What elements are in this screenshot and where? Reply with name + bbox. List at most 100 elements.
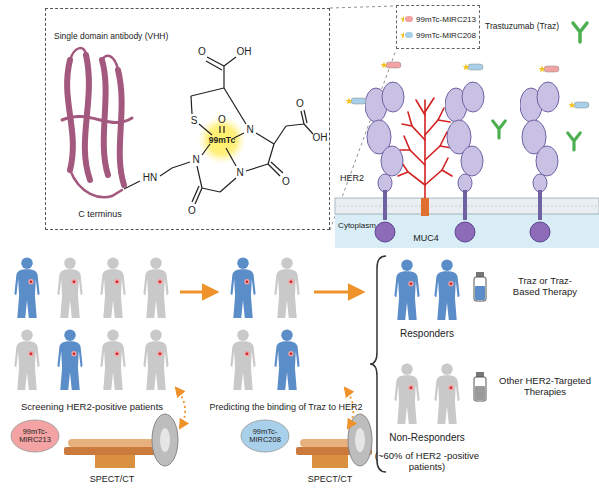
tc-chelate-bonds bbox=[199, 124, 212, 135]
tc-chelate-bonds bbox=[192, 186, 199, 202]
legend-swatch bbox=[405, 32, 413, 38]
panel-title: Single domain antibody (VHH) bbox=[54, 31, 168, 41]
drug-vials bbox=[468, 290, 492, 291]
spect-ct-scanner bbox=[160, 428, 170, 452]
oval-outline bbox=[241, 420, 289, 452]
her2-receptors bbox=[445, 82, 484, 242]
muc4-glycoprotein bbox=[398, 120, 452, 176]
spect-ct-scanner bbox=[355, 428, 365, 452]
zoom-lines bbox=[330, 6, 396, 8]
patients-prediction bbox=[230, 257, 299, 389]
patients-screening bbox=[57, 257, 82, 317]
tc-chelate-bonds bbox=[197, 166, 202, 188]
tc-chelate-bonds bbox=[256, 133, 274, 144]
patients-screening bbox=[100, 329, 125, 389]
tc-chelate-bonds bbox=[124, 57, 313, 204]
tc-chelate-bonds bbox=[274, 126, 286, 144]
tc-chelate-bonds bbox=[224, 57, 236, 66]
atom-label: O bbox=[296, 98, 304, 110]
tc-chelate-bonds bbox=[268, 164, 280, 176]
tc-chelate-bonds bbox=[223, 66, 224, 88]
device-label: SPECT/CT bbox=[90, 474, 135, 484]
spect-ct-scanner bbox=[95, 455, 135, 468]
receptor-label: HER2 bbox=[340, 173, 364, 183]
drug-vials bbox=[474, 372, 486, 401]
vhh-ribbon bbox=[70, 170, 122, 197]
tc-chelate-bonds bbox=[304, 124, 313, 134]
tracer-oval: 99mTc-MIRC208 bbox=[240, 419, 290, 453]
atom-label: S bbox=[191, 115, 198, 127]
step-label: Screening HER2-positive patients bbox=[21, 402, 163, 413]
patients-outcome bbox=[434, 363, 459, 423]
workflow-arrows bbox=[176, 388, 185, 428]
patients-screening bbox=[14, 257, 168, 389]
workflow-arrows bbox=[314, 291, 362, 294]
bound-trastuzumab bbox=[573, 23, 587, 42]
tc-chelate-bonds bbox=[191, 88, 224, 96]
tc-chelate-bonds bbox=[219, 126, 220, 133]
star-icon bbox=[400, 31, 404, 39]
bound-tracers bbox=[539, 66, 559, 73]
bound-trastuzumab bbox=[568, 133, 581, 150]
group-label: Responders bbox=[400, 328, 454, 340]
vhh-ribbon bbox=[67, 60, 73, 170]
spect-ct-scanner bbox=[64, 414, 178, 468]
tc-chelate-bonds bbox=[191, 96, 192, 114]
star-icon bbox=[400, 32, 404, 39]
oval-outline bbox=[11, 420, 59, 452]
bound-trastuzumab bbox=[493, 23, 587, 150]
muc4-glycoprotein bbox=[421, 198, 429, 216]
atom-label: N bbox=[246, 124, 253, 136]
tc-chelate-bonds bbox=[160, 168, 172, 176]
tc-chelate-bonds bbox=[195, 188, 202, 204]
outcome-brace bbox=[370, 256, 386, 472]
bound-tracers bbox=[381, 62, 401, 69]
tracer-name: 99mTc-MIRC213 bbox=[10, 419, 60, 453]
workflow-arrows bbox=[176, 292, 362, 428]
patients-prediction bbox=[230, 257, 255, 317]
legend-row: 99mTc-MIRC213 bbox=[400, 11, 476, 27]
spect-ct-scanner bbox=[152, 414, 178, 466]
tc-chelate-bonds bbox=[268, 144, 274, 164]
tc-chelate-bonds bbox=[207, 57, 224, 66]
patients-screening bbox=[14, 257, 39, 317]
atom-label: O bbox=[218, 114, 226, 126]
spect-ct-scanner bbox=[312, 455, 348, 468]
legend-swatch bbox=[405, 16, 413, 22]
atom-label: O bbox=[188, 205, 196, 217]
terminus-label: C terminus bbox=[78, 209, 122, 219]
receptor-label: MUC4 bbox=[413, 233, 439, 243]
antibody-label: Trastuzumab (Traz) bbox=[485, 22, 559, 32]
tracer-name: 99mTc-MIRC208 bbox=[240, 419, 290, 453]
radionuclide-label: 99mTc bbox=[209, 136, 235, 146]
bound-tracers bbox=[346, 98, 366, 105]
spect-ct-scanner bbox=[296, 414, 372, 468]
legend-text: 99mTc-MIRC213 bbox=[416, 15, 476, 24]
star-icon bbox=[400, 15, 404, 23]
tc-chelate-bonds bbox=[220, 178, 236, 192]
atom-label: OH bbox=[313, 132, 328, 144]
drug-vials bbox=[468, 272, 492, 401]
atom-label: N bbox=[236, 167, 243, 179]
muc4-glycoprotein bbox=[398, 98, 452, 216]
patients-screening bbox=[100, 257, 125, 317]
atom-label: O bbox=[198, 46, 206, 58]
tracer-oval: 99mTc-MIRC213 bbox=[10, 419, 60, 453]
her2-receptors bbox=[365, 82, 559, 242]
legend-text: 99mTc-MIRC208 bbox=[416, 31, 476, 40]
patients-prediction bbox=[230, 329, 255, 389]
her2-receptors bbox=[520, 82, 559, 242]
tc-chelate-bonds bbox=[271, 162, 283, 173]
step-label: Predicting the binding of Traz to HER2 bbox=[209, 402, 362, 412]
patients-outcome bbox=[394, 363, 419, 423]
workflow-arrows bbox=[180, 291, 216, 294]
patients-screening bbox=[143, 329, 168, 389]
tc-chelate-bonds bbox=[124, 181, 140, 189]
device-label: SPECT/CT bbox=[308, 474, 353, 484]
patients-screening bbox=[143, 257, 168, 317]
atom-label: N bbox=[192, 154, 199, 166]
group-label: Non-Responders bbox=[389, 432, 465, 444]
panel-box: Single domain antibody (VHH) bbox=[45, 8, 330, 230]
vhh-ribbon bbox=[70, 48, 118, 70]
